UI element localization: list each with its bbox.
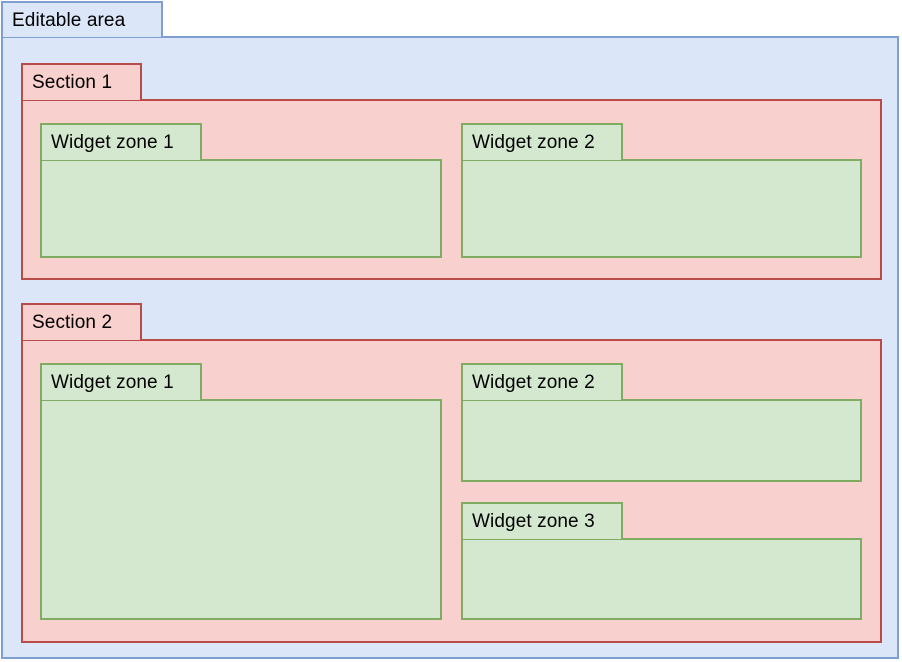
section-1-widget-zone-2-tab[interactable]: Widget zone 2 — [461, 123, 623, 160]
section-2-widget-zone-2-tab[interactable]: Widget zone 2 — [461, 363, 623, 400]
section-2-widget-zone-3-body[interactable] — [461, 538, 862, 620]
editable-area-tab[interactable]: Editable area — [1, 1, 163, 37]
section-1-widget-zone-1-body[interactable] — [40, 159, 442, 258]
section-1-tab[interactable]: Section 1 — [21, 63, 142, 100]
section-1-widget-zone-2-body[interactable] — [461, 159, 862, 258]
section-2-widget-zone-1-tab[interactable]: Widget zone 1 — [40, 363, 202, 400]
section-2-widget-zone-2-body[interactable] — [461, 399, 862, 482]
section-2-widget-zone-1-body[interactable] — [40, 399, 442, 620]
section-1-widget-zone-1-tab[interactable]: Widget zone 1 — [40, 123, 202, 160]
section-2-tab[interactable]: Section 2 — [21, 303, 142, 340]
section-2-widget-zone-3-tab[interactable]: Widget zone 3 — [461, 502, 623, 539]
